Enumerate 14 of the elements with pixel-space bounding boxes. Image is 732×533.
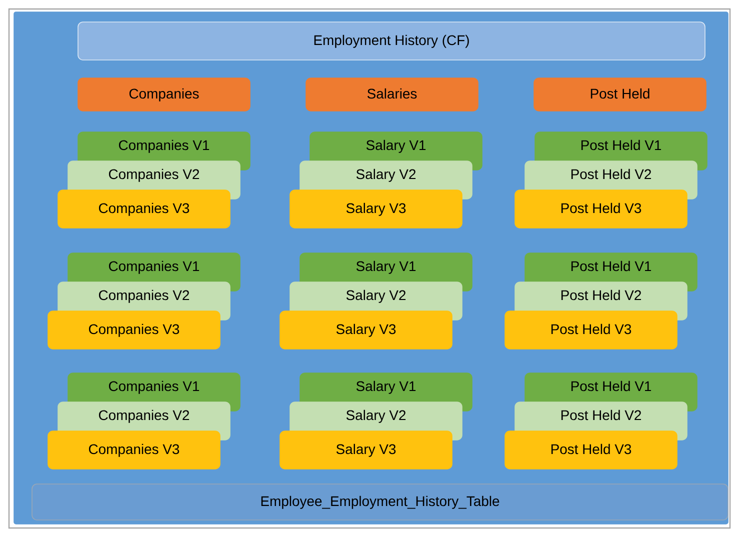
version-card: Post Held V3 [504, 430, 678, 470]
version-card: Salary V3 [290, 190, 462, 228]
version-card: Post Held V3 [514, 190, 688, 228]
version-card: Salary V3 [280, 430, 452, 470]
version-card: Companies V3 [48, 430, 220, 470]
version-card: Companies V3 [58, 190, 230, 228]
version-card: Post Held V3 [504, 310, 678, 350]
category-box: Post Held [534, 78, 706, 112]
version-card: Companies V3 [48, 310, 220, 350]
title-bar: Employment History (CF) [78, 22, 706, 60]
table-bar: Employee_Employment_History_Table [32, 484, 728, 520]
category-box: Salaries [306, 78, 478, 112]
category-box: Companies [78, 78, 250, 112]
version-card: Salary V3 [280, 310, 452, 350]
